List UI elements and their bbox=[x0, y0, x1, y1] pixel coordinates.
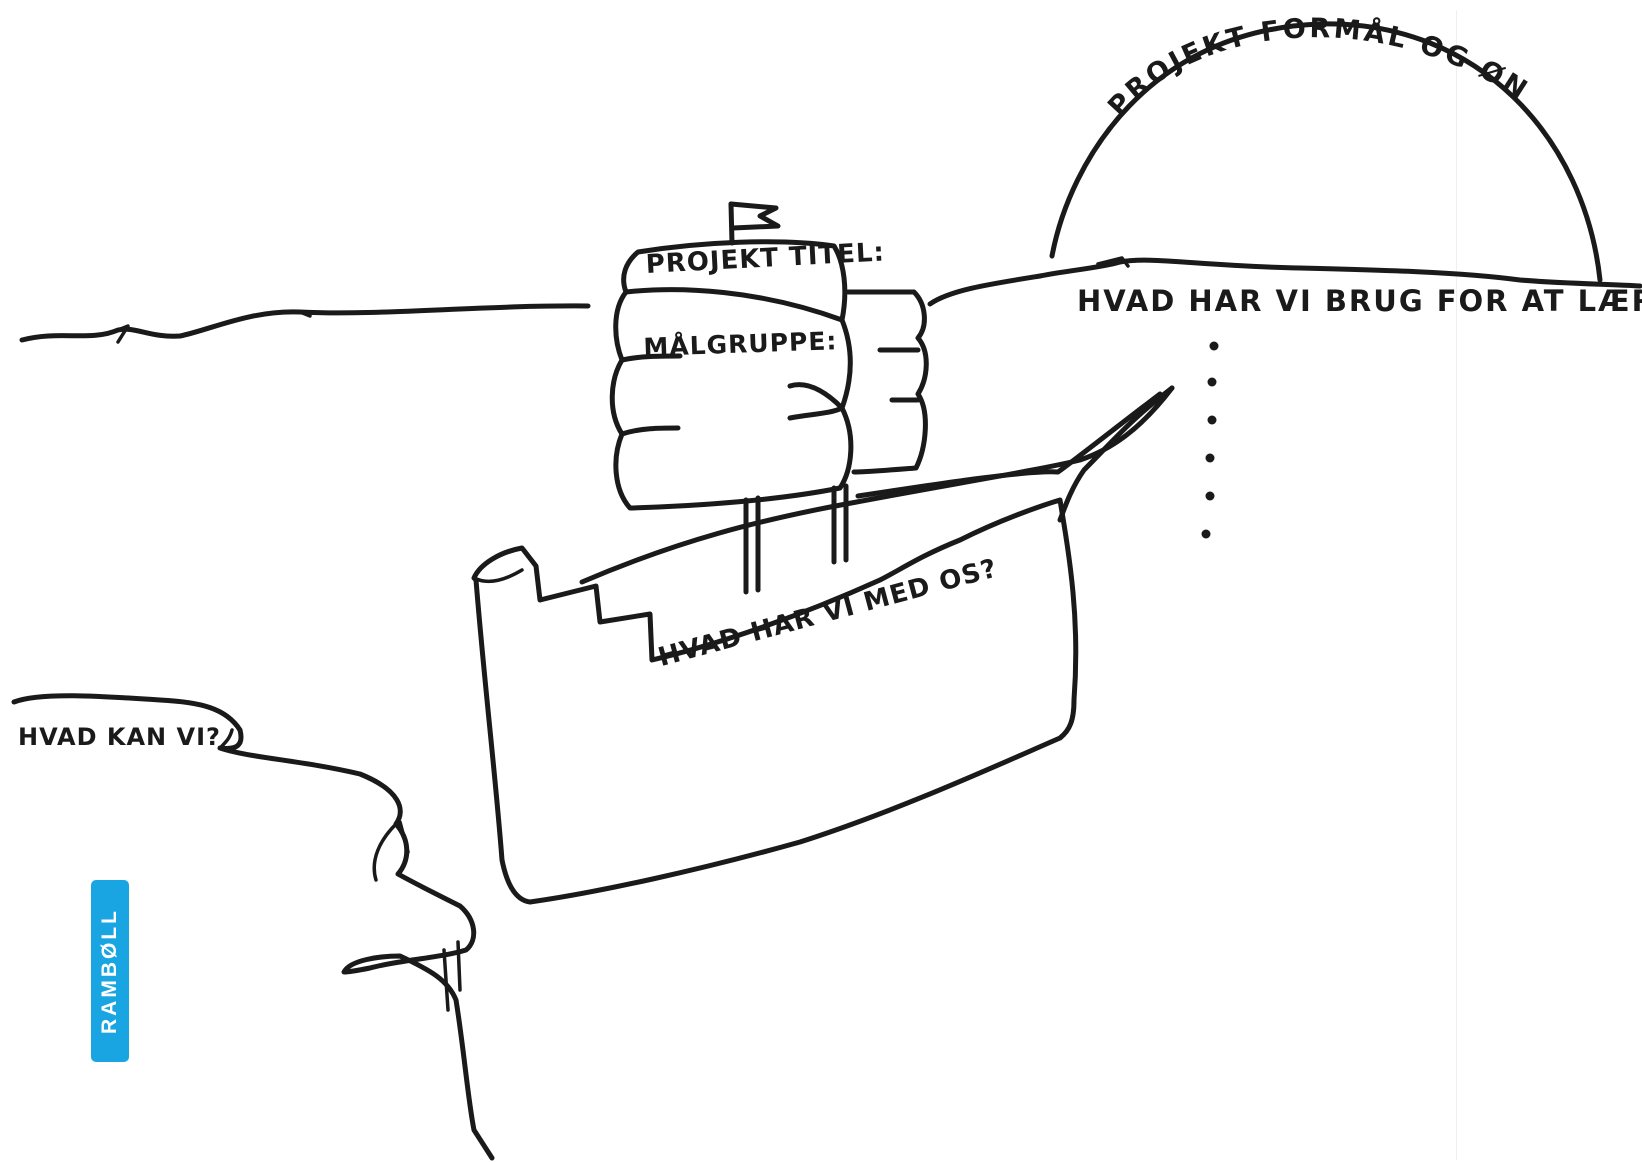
cliff-crack-3 bbox=[220, 730, 232, 748]
sail-fold-2 bbox=[622, 356, 842, 408]
cliff-label-capabilities: HVAD KAN VI? bbox=[18, 723, 221, 751]
sun-arc bbox=[1052, 24, 1600, 280]
ship-hull-notch bbox=[474, 570, 522, 581]
ramboll-logo: RAMBØLL bbox=[91, 880, 129, 1062]
sail-fold-1 bbox=[626, 290, 842, 320]
logo-wordmark: RAMBØLL bbox=[98, 908, 122, 1034]
back-sail bbox=[848, 292, 926, 472]
sail-fold-3 bbox=[622, 408, 842, 434]
cliff-outline bbox=[14, 696, 492, 1158]
sun-arc-label: PROJEKT FORMÅL OG ØNSKE bbox=[0, 0, 1535, 123]
main-sail bbox=[612, 242, 851, 508]
flag-banner-icon bbox=[731, 204, 778, 228]
dotted-path bbox=[1202, 342, 1219, 539]
flag-pole bbox=[731, 204, 732, 243]
horizon-label-learning-needs: HVAD HAR VI BRUG FOR AT LÆRE? bbox=[1077, 284, 1642, 318]
ship-deck-rail bbox=[582, 388, 1172, 582]
mast-front bbox=[746, 498, 758, 592]
mast-back bbox=[834, 486, 846, 562]
